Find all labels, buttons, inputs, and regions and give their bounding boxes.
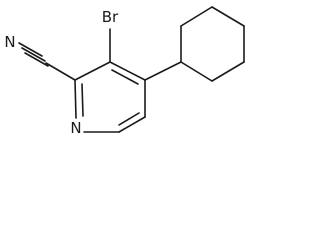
bond-c4-cyclohexyl	[144, 61, 182, 81]
nitrile-group	[18, 42, 76, 81]
cyclohexane-ring	[180, 6, 245, 82]
bond-cy2-cy3	[180, 6, 213, 27]
bond-triple-3	[24, 52, 49, 67]
bond-triple-2	[21, 47, 46, 62]
ring-nitrogen-label: N	[70, 119, 81, 137]
nitrile-nitrogen-label: N	[4, 33, 15, 51]
bond-cy5-cy6	[211, 61, 245, 82]
bond-n1-c2-double	[81, 83, 84, 117]
bond-cy3-cy4	[211, 6, 245, 27]
structure-diagram: N Br N	[4, 6, 245, 137]
bond-c5-c6-double	[118, 112, 140, 126]
bond-c5-c6	[118, 116, 146, 133]
bromine-label: Br	[102, 8, 119, 26]
bond-c2-cn-carbon	[45, 62, 76, 81]
bond-c2-c3	[74, 61, 111, 81]
bond-n1-c2	[74, 79, 77, 119]
bond-cy6-cy1	[180, 61, 213, 82]
pyridine-ring	[74, 61, 146, 133]
bond-c3-c4	[109, 61, 146, 81]
bond-c3-c4-double	[111, 69, 139, 85]
bond-triple-1	[18, 42, 43, 57]
